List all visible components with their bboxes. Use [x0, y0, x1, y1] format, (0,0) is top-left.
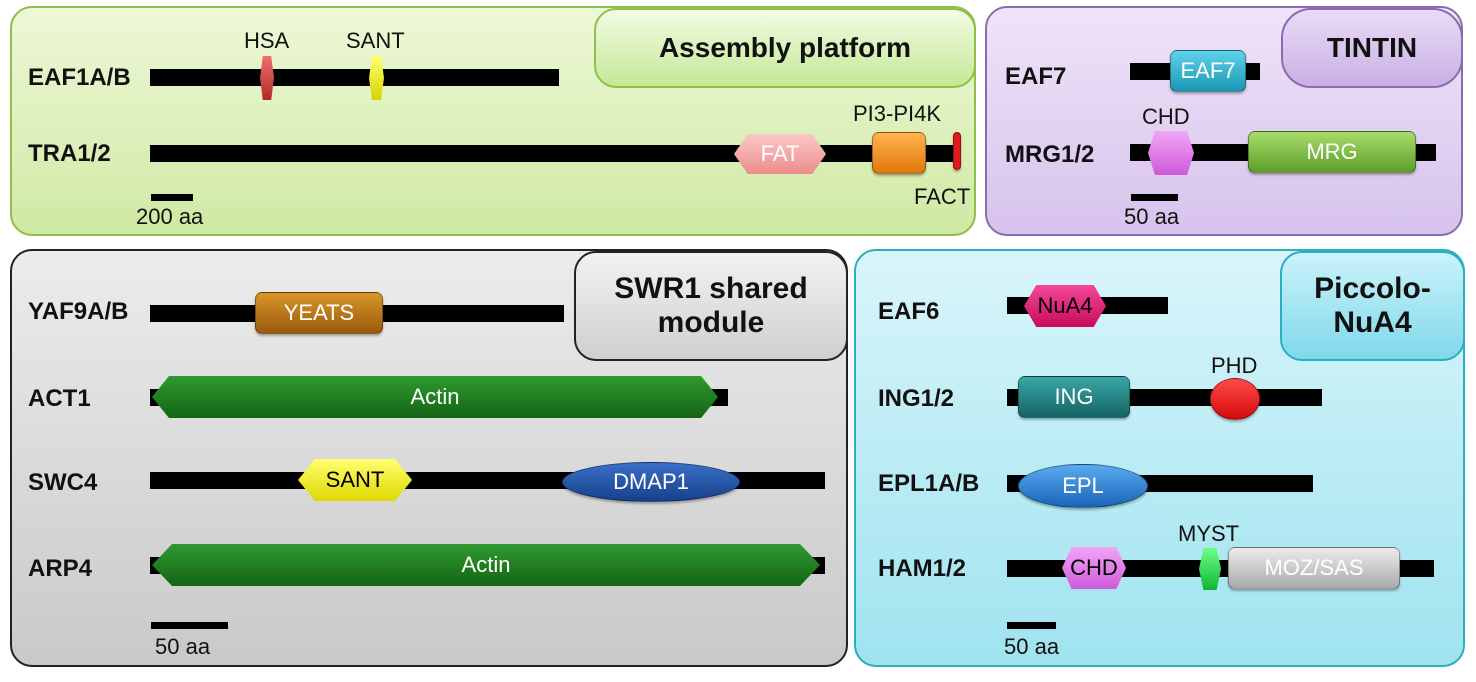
protein-name-eaf1: EAF1A/B: [28, 64, 131, 91]
domain-fat: FAT: [734, 134, 826, 174]
tintin-title: TINTIN: [1281, 8, 1463, 88]
scale-bar-piccolo: [1007, 622, 1056, 629]
swr1-shared-module-title: SWR1 shared module: [574, 251, 848, 361]
domain-epl: EPL: [1018, 464, 1148, 508]
piccolo-nua4-title: Piccolo- NuA4: [1280, 251, 1465, 361]
protein-bar-tra1: [150, 145, 960, 162]
protein-name-epl1: EPL1A/B: [878, 470, 980, 497]
domain-nua4: NuA4: [1024, 285, 1106, 327]
scale-bar-assembly: [151, 194, 193, 201]
protein-name-yaf9: YAF9A/B: [28, 298, 129, 325]
scale-bar-swr1: [151, 622, 228, 629]
domain-fact: [953, 132, 961, 170]
domain-pi3-pi4k: [872, 132, 926, 174]
domain-label-phd: PHD: [1211, 353, 1258, 378]
protein-name-mrg: MRG1/2: [1005, 141, 1095, 168]
scale-bar-tintin: [1131, 194, 1178, 201]
protein-name-tra1: TRA1/2: [28, 140, 111, 167]
protein-name-swc4: SWC4: [28, 469, 98, 496]
domain-actin-arp4: Actin: [152, 544, 820, 586]
protein-name-ham: HAM1/2: [878, 555, 967, 582]
domain-sant-eaf1: [369, 56, 384, 100]
domain-hsa: [260, 56, 274, 100]
domain-yeats: YEATS: [255, 292, 383, 334]
protein-name-act1: ACT1: [28, 385, 91, 412]
domain-label-hsa: HSA: [244, 28, 290, 53]
domain-phd: [1210, 378, 1260, 420]
domain-mrg: MRG: [1248, 131, 1416, 173]
scale-label-piccolo: 50 aa: [1004, 634, 1060, 659]
scale-label-assembly: 200 aa: [136, 204, 204, 229]
domain-ing: ING: [1018, 376, 1130, 418]
domain-actin-act1: Actin: [152, 376, 718, 418]
domain-dmap1: DMAP1: [562, 462, 740, 502]
scale-label-swr1: 50 aa: [155, 634, 211, 659]
protein-name-eaf6: EAF6: [878, 298, 940, 325]
domain-myst: [1199, 548, 1221, 590]
protein-name-eaf7: EAF7: [1005, 63, 1067, 90]
domain-chd-ham: CHD: [1062, 547, 1126, 589]
domain-moz-sas: MOZ/SAS: [1228, 547, 1400, 589]
domain-eaf7: EAF7: [1170, 50, 1246, 92]
assembly-platform-title: Assembly platform: [594, 8, 976, 88]
protein-name-arp4: ARP4: [28, 555, 93, 582]
domain-label-pi3-pi4k: PI3-PI4K: [853, 101, 942, 126]
protein-name-ing: ING1/2: [878, 385, 955, 412]
domain-chd-mrg: [1148, 131, 1194, 175]
scale-label-tintin: 50 aa: [1124, 204, 1180, 229]
protein-bar-eaf1: [150, 69, 559, 86]
domain-label-fact: FACT: [914, 184, 971, 209]
domain-label-myst: MYST: [1178, 521, 1240, 546]
domain-label-sant-eaf1: SANT: [346, 28, 405, 53]
domain-sant-swc4: SANT: [298, 459, 412, 501]
domain-label-chd-mrg: CHD: [1142, 104, 1190, 129]
